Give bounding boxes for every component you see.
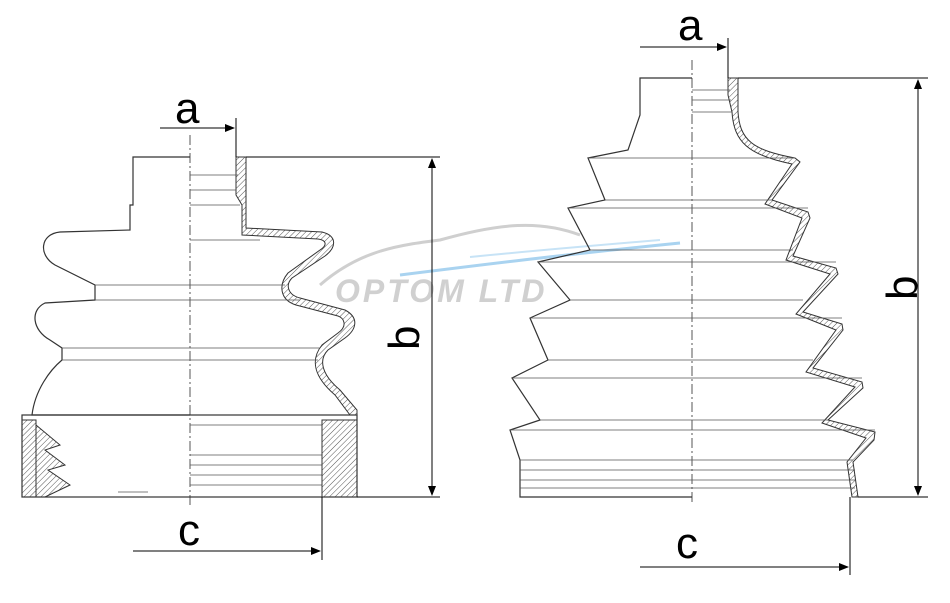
right-dim-a-label: a (678, 1, 703, 50)
left-boot (21, 135, 358, 505)
right-dimensions (640, 38, 928, 575)
watermark-text: OPTOM LTD (335, 273, 547, 309)
watermark-logo: OPTOM LTD (319, 223, 681, 309)
left-dim-b-label: b (380, 326, 429, 350)
right-boot-section (727, 77, 876, 498)
right-boot-silhouette (509, 77, 692, 498)
left-dim-a-label: a (175, 84, 200, 133)
left-dimensions (133, 118, 440, 560)
right-dim-b-label: b (878, 276, 927, 300)
left-boot-silhouette (31, 156, 190, 416)
right-dim-c-label: c (676, 519, 698, 568)
left-dim-c-label: c (178, 506, 200, 555)
right-boot (509, 60, 876, 505)
